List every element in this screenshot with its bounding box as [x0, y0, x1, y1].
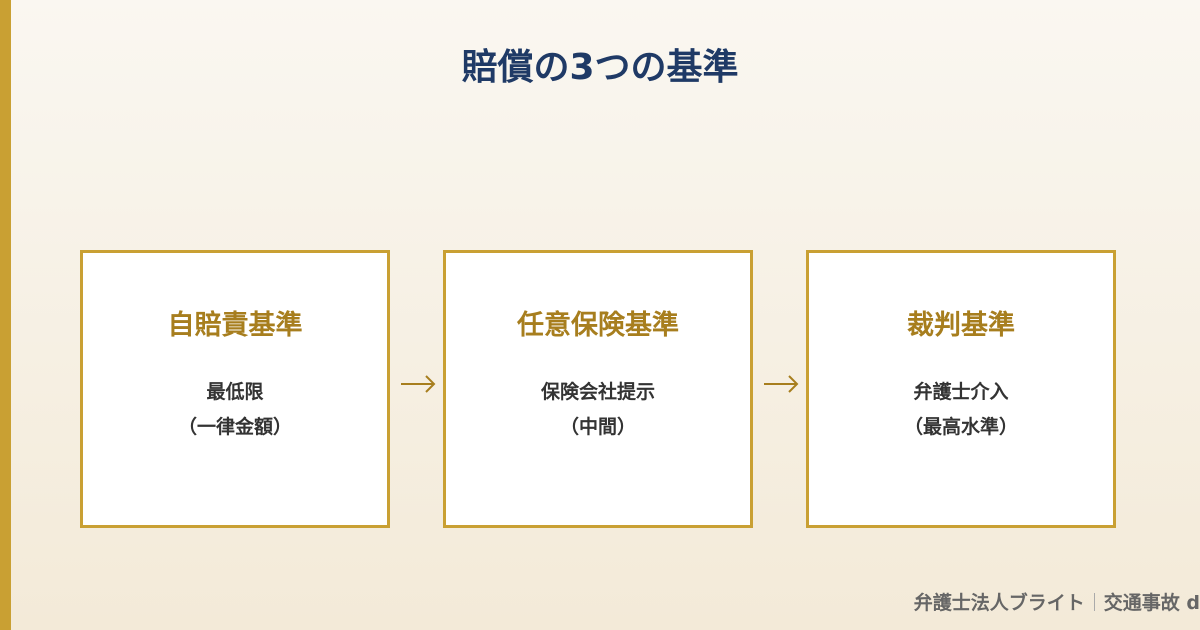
right-arrow-icon	[764, 375, 799, 393]
footer-site-name: 交通事故 d	[1103, 592, 1200, 614]
standard-note: （最高水準）	[903, 416, 1018, 438]
standard-note: （一律金額）	[177, 416, 292, 438]
footer-separator	[1093, 593, 1095, 611]
page-title: 賠償の3つの基準	[461, 47, 739, 88]
standard-box-jibaiseki: 自賠責基準 最低限 （一律金額）	[80, 250, 390, 528]
standard-box-saiban: 裁判基準 弁護士介入 （最高水準）	[806, 250, 1116, 528]
standard-description: 最低限	[206, 381, 264, 403]
standard-description: 弁護士介入	[913, 381, 1009, 403]
standard-description: 保険会社提示	[540, 381, 655, 403]
left-accent-bar	[0, 0, 11, 630]
standard-name: 裁判基準	[907, 310, 1015, 341]
standard-box-nini-hoken: 任意保険基準 保険会社提示 （中間）	[443, 250, 753, 528]
standard-name: 自賠責基準	[167, 310, 303, 341]
right-arrow-icon	[401, 375, 436, 393]
footer-firm-name: 弁護士法人ブライト	[913, 592, 1085, 614]
standard-name: 任意保険基準	[517, 310, 679, 341]
footer-credit: 弁護士法人ブライト交通事故 d	[914, 588, 1200, 618]
standard-note: （中間）	[559, 416, 636, 438]
